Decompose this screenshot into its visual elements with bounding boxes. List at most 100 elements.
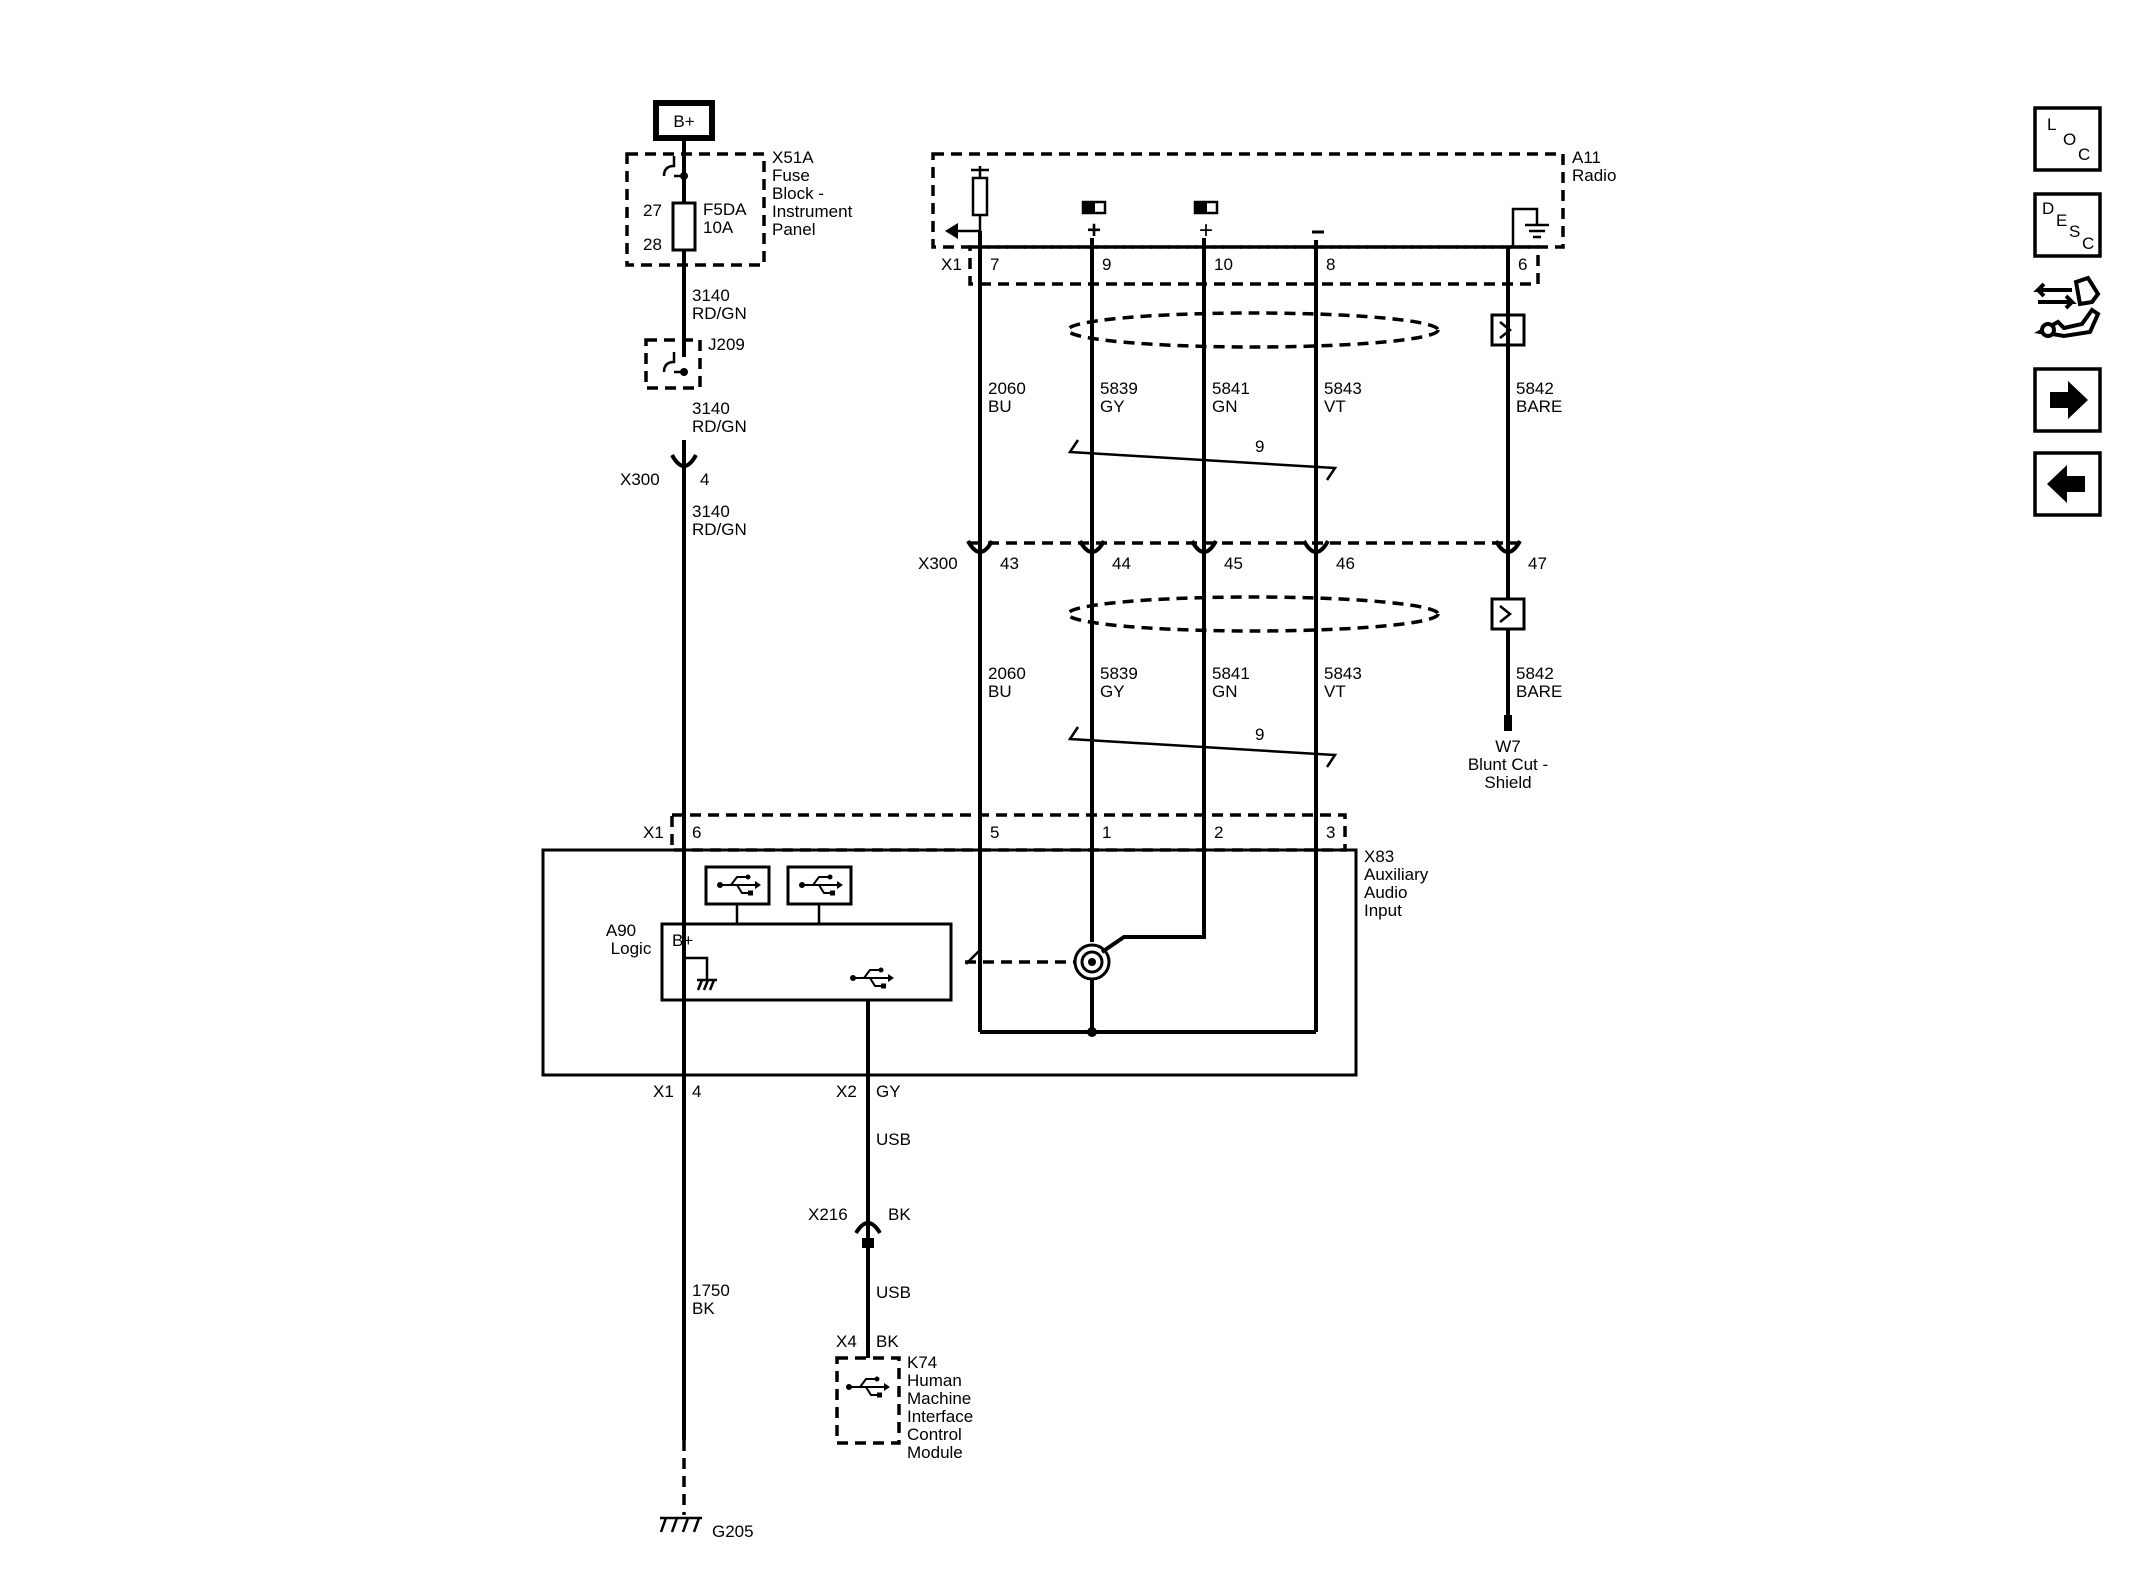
- wire-5842-color-a: BARE: [1516, 397, 1562, 416]
- desc-letter-s: S: [2069, 222, 2080, 241]
- wire-5839-color-b: GY: [1100, 682, 1125, 701]
- usb-port-icon-2: [798, 873, 844, 897]
- module-k74: K74 Human Machine Interface Control Modu…: [835, 1353, 973, 1462]
- desc-letter-d: D: [2042, 199, 2054, 218]
- fuse-block-name-2: Block -: [772, 184, 824, 203]
- aux-bottom-x1-pin: 4: [692, 1082, 701, 1101]
- desc-letter-e: E: [2056, 211, 2067, 230]
- aux-pin-1: 1: [1102, 823, 1111, 842]
- logic-id: A90: [606, 921, 636, 940]
- radio-pin-8: 8: [1326, 255, 1335, 274]
- shield-line-1: Blunt Cut -: [1468, 755, 1548, 774]
- loc-button[interactable]: L O C: [2033, 106, 2102, 172]
- k74-name-5: Module: [907, 1443, 963, 1462]
- wire-3140-color-a: RD/GN: [692, 304, 747, 323]
- wire-5839-color-a: GY: [1100, 397, 1125, 416]
- loc-letter-l: L: [2047, 115, 2056, 134]
- x300-id-b: X300: [918, 554, 958, 573]
- shield-line-2: Shield: [1484, 773, 1531, 792]
- wire-5841-color-a: GN: [1212, 397, 1238, 416]
- radio-pin-7: 7: [990, 255, 999, 274]
- x4-id: X4: [836, 1332, 857, 1351]
- splice-id: J209: [708, 335, 745, 354]
- logic-name: Logic: [611, 939, 652, 958]
- usb-cable: USB X216 BK USB X4 BK: [808, 1000, 911, 1358]
- radio-a11: A11 Radio + + X1 7 9 10 8 6: [931, 148, 1616, 286]
- connector-icon: [2033, 275, 2101, 339]
- splice-j209: J209: [644, 335, 745, 390]
- radio-pin-9: 9: [1102, 255, 1111, 274]
- x216-id: X216: [808, 1205, 848, 1224]
- shield-id: W7: [1495, 737, 1521, 756]
- wire-5839-num-a: 5839: [1100, 379, 1138, 398]
- wire-5843-num-a: 5843: [1324, 379, 1362, 398]
- svg-text:+: +: [1199, 217, 1213, 244]
- aux-pin-6: 6: [692, 823, 701, 842]
- twist-count-a: 9: [1255, 437, 1264, 456]
- usb-label-b: USB: [876, 1283, 911, 1302]
- svg-text:+: +: [1087, 217, 1101, 244]
- radio-id: A11: [1572, 148, 1601, 167]
- wire-3140-num-b: 3140: [692, 399, 730, 418]
- k74-usb-icon: [845, 1375, 891, 1399]
- signal-wires: [978, 231, 1510, 1032]
- fuse-block-name-4: Panel: [772, 220, 815, 239]
- logic-usb-icon: [849, 966, 895, 990]
- aux-connector: X1: [643, 823, 664, 842]
- wire-5843-color-b: VT: [1324, 682, 1346, 701]
- wire-3140-color-b: RD/GN: [692, 417, 747, 436]
- aux-bottom-x2-color: GY: [876, 1082, 901, 1101]
- aux-name-3: Input: [1364, 901, 1402, 920]
- fuse-pin-bottom: 28: [643, 235, 662, 254]
- fuse-id: F5DA: [703, 200, 747, 219]
- wire-5843-color-a: VT: [1324, 397, 1346, 416]
- twist-count-b: 9: [1255, 725, 1264, 744]
- aux-pin-3: 3: [1326, 823, 1335, 842]
- usb-port-icon-1: [716, 873, 762, 897]
- desc-letter-c: C: [2082, 234, 2094, 253]
- wire-3140-color-c: RD/GN: [692, 520, 747, 539]
- aux-pin-2: 2: [1214, 823, 1223, 842]
- k74-id: K74: [907, 1353, 937, 1372]
- back-arrow-icon: [2047, 465, 2085, 503]
- forward-button[interactable]: [2033, 367, 2102, 433]
- back-button[interactable]: [2033, 451, 2102, 517]
- aux-input-x83: X1 6 5 1 2 3 X83 Auxiliary Audio Input A…: [541, 813, 1429, 1077]
- connector-view-button[interactable]: [2033, 275, 2101, 339]
- wire-1750-color: BK: [692, 1299, 715, 1318]
- aux-name-2: Audio: [1364, 883, 1407, 902]
- aux-bottom-x2: X2: [836, 1082, 857, 1101]
- x216-color: BK: [888, 1205, 911, 1224]
- radio-connector: X1: [941, 255, 962, 274]
- fuse-rating: 10A: [703, 218, 734, 237]
- ground-id: G205: [712, 1522, 754, 1541]
- fuse-block-name-3: Instrument: [772, 202, 853, 221]
- connector-x300-pin4: X300 4: [620, 453, 709, 489]
- k74-name-1: Human: [907, 1371, 962, 1390]
- x300-pin-4: 4: [700, 470, 709, 489]
- bplus-source: B+: [653, 100, 715, 141]
- k74-name-4: Control: [907, 1425, 962, 1444]
- shield-lower: 9: [1066, 595, 1526, 768]
- wire-5841-num-a: 5841: [1212, 379, 1250, 398]
- desc-button[interactable]: D E S C: [2033, 192, 2102, 258]
- wire-5841-num-b: 5841: [1212, 664, 1250, 683]
- fuse-block-name-1: Fuse: [772, 166, 810, 185]
- wire-2060-color-b: BU: [988, 682, 1012, 701]
- x300-pin-47: 47: [1528, 554, 1547, 573]
- fuse-block-x51a: 27 28 F5DA 10A X51A Fuse Block - Instrum…: [625, 148, 853, 267]
- x300-pin-44: 44: [1112, 554, 1131, 573]
- x300-id-a: X300: [620, 470, 660, 489]
- wire-5841-color-b: GN: [1212, 682, 1238, 701]
- x300-pin-45: 45: [1224, 554, 1243, 573]
- x300-pin-43: 43: [1000, 554, 1019, 573]
- wire-5842-num-b: 5842: [1516, 664, 1554, 683]
- usb-label-a: USB: [876, 1130, 911, 1149]
- x300-pin-46: 46: [1336, 554, 1355, 573]
- loc-letter-o: O: [2063, 130, 2076, 149]
- fuse-block-id: X51A: [772, 148, 814, 167]
- wire-5839-num-b: 5839: [1100, 664, 1138, 683]
- radio-pin-10: 10: [1214, 255, 1233, 274]
- fuse-pin-top: 27: [643, 201, 662, 220]
